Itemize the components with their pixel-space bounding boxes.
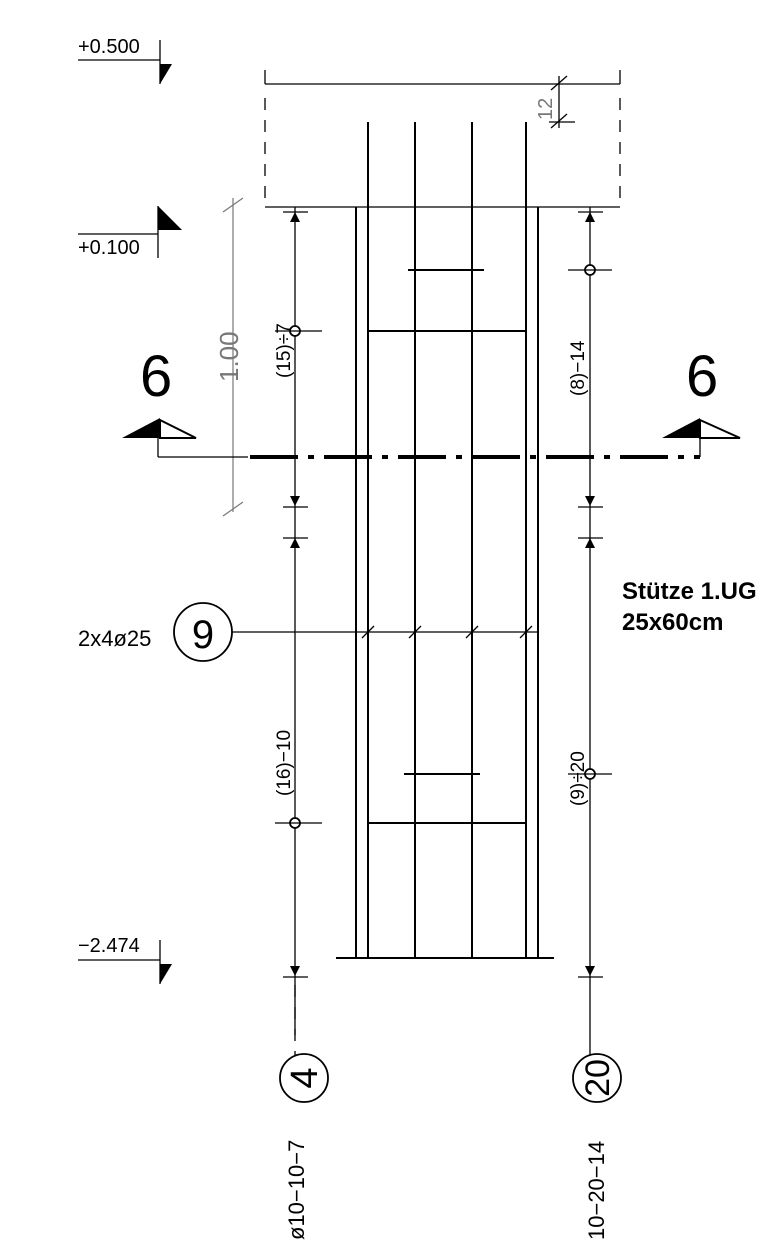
section-label-right: 6 xyxy=(686,344,718,409)
dimension-height: 1.00 xyxy=(214,197,244,517)
position-right-number: 20 xyxy=(579,1059,617,1097)
position-left-spec: ø10−10−7 xyxy=(284,1140,309,1240)
level-bottom-text: −2.474 xyxy=(78,935,140,957)
slab-outline xyxy=(264,70,621,208)
section-cut: 6 6 xyxy=(122,344,741,459)
stirrup-label-right-upper: (8)−14 xyxy=(568,340,589,396)
stirrup-label-right-lower: (9)÷20 xyxy=(568,751,589,806)
stirrup-label-left-lower: (16)−10 xyxy=(274,730,295,796)
longitudinal-spec: 2x4ø25 xyxy=(78,626,151,651)
position-right-spec: 10−20−14 xyxy=(584,1141,609,1240)
position-right: 20 10−20−14 xyxy=(572,1053,622,1240)
longitudinal-callout: 2x4ø25 9 xyxy=(78,602,538,662)
dimension-offset: 12 xyxy=(535,75,575,129)
dimension-height-text: 1.00 xyxy=(214,331,244,382)
longitudinal-position: 9 xyxy=(192,613,214,657)
stirrup-lines xyxy=(368,269,526,824)
left-stirrup-dimension xyxy=(275,207,322,1060)
section-label-left: 6 xyxy=(140,344,172,409)
longitudinal-bars xyxy=(367,122,527,958)
position-bubble-20 xyxy=(572,1053,622,1103)
position-left-number: 4 xyxy=(284,1067,326,1088)
level-marker-top: +0.500 xyxy=(78,36,172,84)
level-marker-mid: +0.100 xyxy=(78,206,182,259)
column-outline xyxy=(336,207,554,959)
position-left: 4 ø10−10−7 xyxy=(279,1053,329,1240)
column-name: Stütze 1.UG xyxy=(622,578,757,605)
column-size: 25x60cm xyxy=(622,609,723,636)
dimension-offset-text: 12 xyxy=(535,98,557,120)
level-mid-text: +0.100 xyxy=(78,237,140,259)
level-marker-bottom: −2.474 xyxy=(78,935,172,984)
right-stirrup-dimension xyxy=(568,207,612,1060)
level-top-text: +0.500 xyxy=(78,36,140,58)
stirrup-label-left-upper: (15)÷7 xyxy=(274,323,295,378)
position-bubble-4 xyxy=(279,1053,329,1103)
